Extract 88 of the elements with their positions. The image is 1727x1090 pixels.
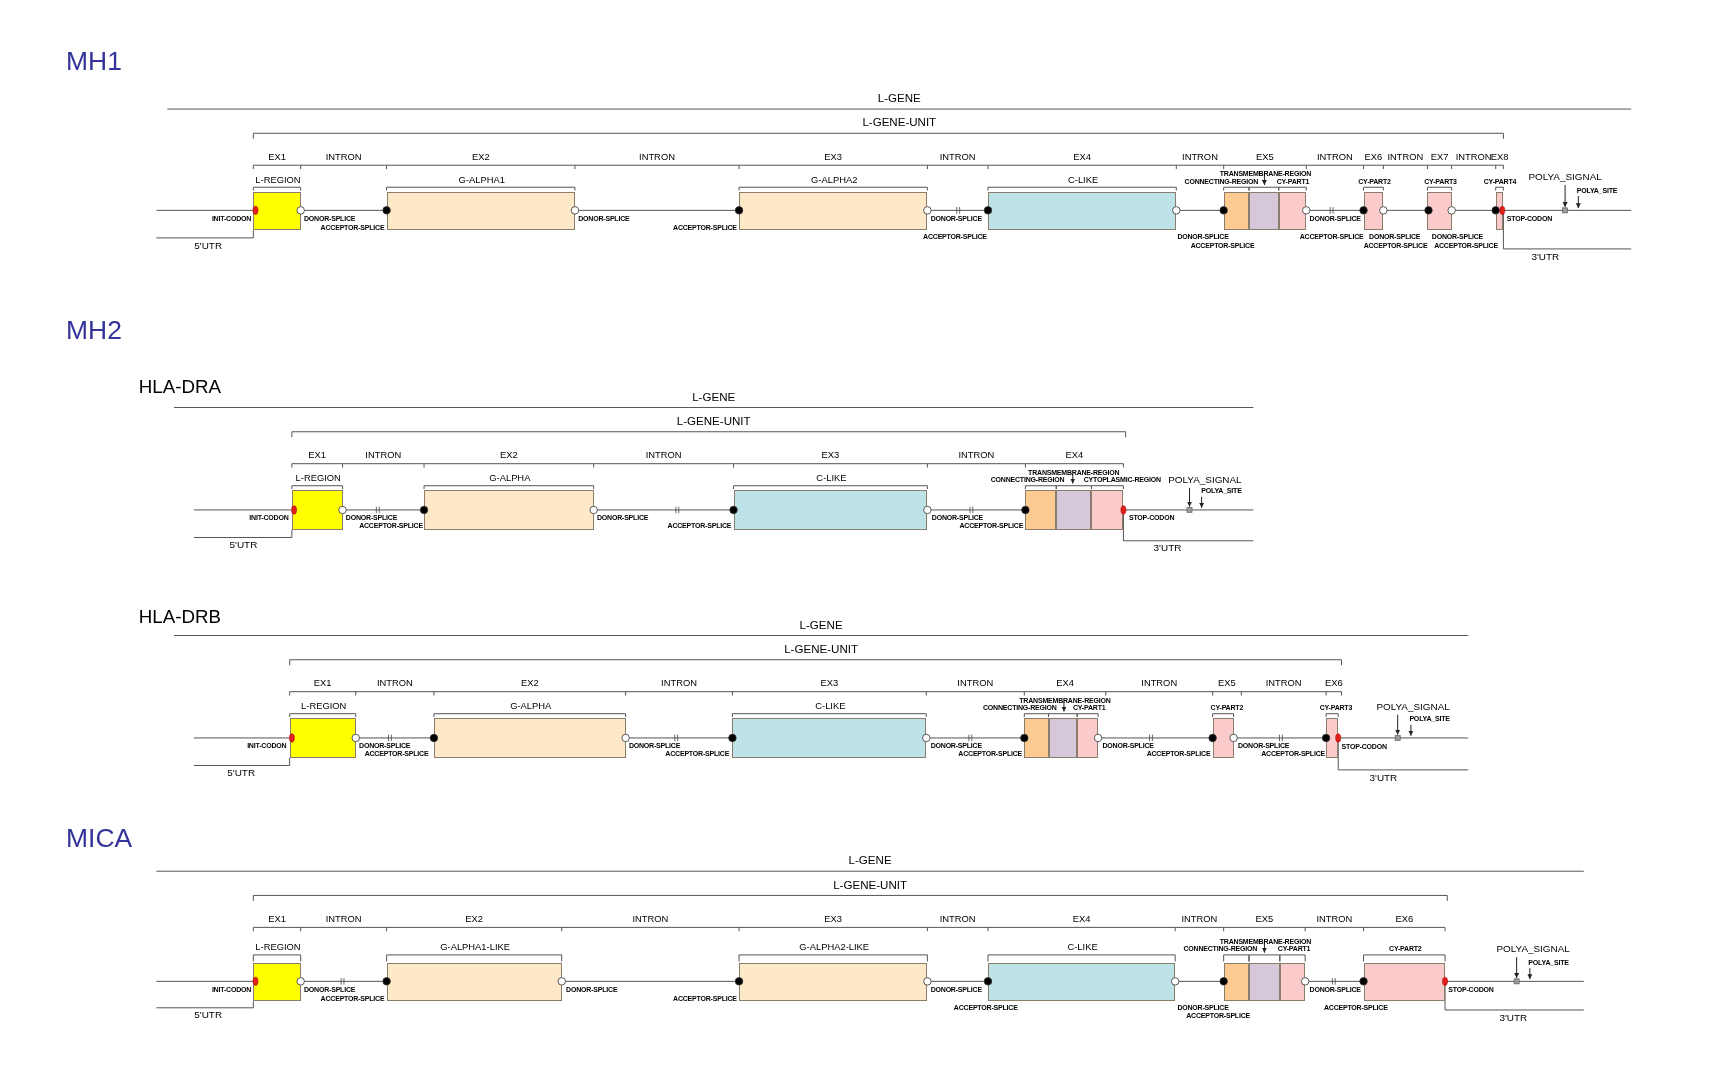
segment-label: INTRON [1265, 679, 1302, 689]
span-label: L-GENE-UNIT [676, 416, 751, 428]
region-label: L-REGION [295, 474, 341, 484]
segment-label: EX4 [1056, 679, 1074, 689]
segment-label: INTRON [325, 152, 362, 163]
utr-label: 5'UTR [229, 540, 258, 551]
segment-label: INTRON [365, 451, 402, 461]
section-heading: MICA [66, 824, 133, 852]
segment-label: EX1 [268, 152, 286, 163]
segment-label: EX3 [820, 679, 839, 689]
section-heading: MH1 [66, 47, 122, 74]
segment-label: EX1 [313, 679, 332, 689]
intron-line [193, 737, 291, 739]
utr-label: 3'UTR [1153, 543, 1182, 554]
segment-label: INTRON [939, 915, 976, 925]
segment-label: EX4 [1072, 915, 1091, 925]
region-label: G-ALPHA2-LIKE [799, 943, 870, 953]
segment-label: INTRON [1316, 915, 1353, 925]
segment-label: EX7 [1430, 152, 1449, 163]
segment-label: EX5 [1218, 679, 1236, 689]
intron-line [193, 509, 293, 511]
segment-label: EX4 [1065, 451, 1084, 461]
segment-label: INTRON [1387, 152, 1424, 163]
segment-label: EX3 [824, 152, 843, 163]
site-label: POLYA_SIGNAL [1496, 944, 1570, 955]
segment-label: INTRON [325, 915, 362, 925]
segment-label: EX8 [1490, 152, 1509, 163]
segment-label: EX5 [1255, 915, 1274, 925]
segment-label: INTRON [645, 451, 682, 461]
region-label: G-ALPHA1 [458, 175, 505, 186]
site-label: POLYA_SIGNAL [1376, 702, 1450, 713]
segment-label: INTRON [632, 915, 669, 925]
segment-label: EX4 [1073, 152, 1091, 163]
section-heading: HLA-DRA [138, 377, 221, 396]
region-label: G-ALPHA1-LIKE [440, 943, 510, 953]
intron-line [155, 209, 254, 211]
section-heading: HLA-DRB [138, 607, 221, 627]
segment-label: EX2 [465, 915, 483, 925]
segment-label: INTRON [1455, 152, 1492, 163]
utr-label: 3'UTR [1531, 251, 1560, 262]
region-label: L-REGION [255, 943, 301, 953]
region-label: L-REGION [301, 702, 347, 712]
segment-label: EX2 [520, 679, 539, 689]
intron-line [1502, 209, 1632, 211]
segment-label: EX2 [500, 451, 518, 461]
segment-label: EX6 [1395, 915, 1414, 925]
segment-label: EX6 [1324, 679, 1343, 689]
span-label: L-GENE [692, 391, 736, 404]
utr-label: 5'UTR [194, 240, 223, 251]
span-label: L-GENE [848, 855, 892, 868]
site-label: POLYA_SIGNAL [1168, 475, 1242, 486]
site-label: POLYA_SIGNAL [1528, 172, 1602, 183]
segment-label: INTRON [958, 451, 995, 461]
segment-label: EX5 [1256, 152, 1274, 163]
span-label: L-GENE-UNIT [784, 644, 858, 656]
region-label: G-ALPHA2 [811, 175, 858, 186]
utr-label: 5'UTR [194, 1010, 223, 1021]
segment-label: INTRON [1316, 152, 1353, 163]
segment-label: INTRON [376, 679, 413, 689]
segment-label: EX3 [821, 451, 840, 461]
span-label: L-GENE-UNIT [862, 117, 937, 130]
region-label: C-LIKE [1067, 943, 1098, 953]
span-label: L-GENE [799, 619, 843, 632]
segment-label: INTRON [1141, 679, 1178, 689]
segment-label: INTRON [1181, 915, 1218, 925]
segment-label: INTRON [639, 152, 675, 163]
region-label: L-REGION [255, 175, 301, 186]
segment-label: EX3 [824, 915, 843, 925]
region-label: C-LIKE [816, 474, 847, 484]
segment-label: INTRON [1182, 152, 1218, 163]
span-label: L-GENE [877, 93, 921, 105]
region-label: C-LIKE [815, 702, 846, 712]
segment-label: EX2 [471, 152, 490, 163]
region-label: G-ALPHA [510, 702, 552, 712]
utr-label: 5'UTR [227, 768, 256, 779]
segment-label: INTRON [661, 679, 697, 689]
section-heading: MH2 [66, 317, 122, 344]
segment-label: EX6 [1364, 152, 1383, 163]
intron-line [155, 980, 254, 982]
region-label: G-ALPHA [489, 474, 531, 484]
segment-label: EX1 [308, 451, 327, 461]
region-label: C-LIKE [1068, 175, 1099, 186]
span-label: L-GENE-UNIT [833, 879, 907, 892]
utr-label: 3'UTR [1499, 1012, 1528, 1023]
segment-label: INTRON [939, 152, 976, 163]
segment-label: INTRON [957, 679, 994, 689]
segment-label: EX1 [268, 915, 286, 925]
utr-label: 3'UTR [1369, 772, 1398, 783]
